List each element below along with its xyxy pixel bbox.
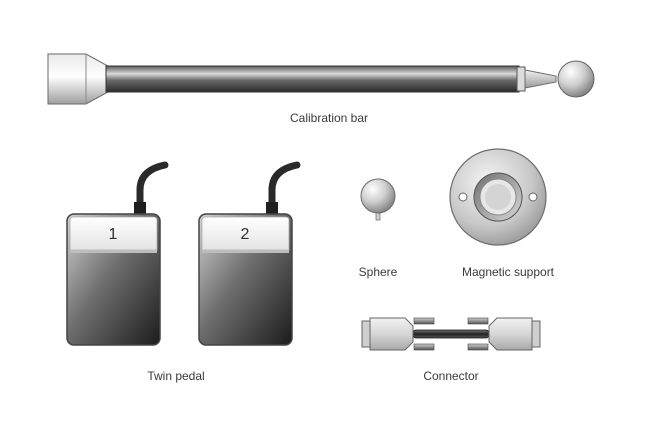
- calibration-bar-label: Calibration bar: [289, 111, 369, 125]
- sphere-label: Sphere: [358, 265, 398, 279]
- calibration-bar-icon: [47, 53, 595, 105]
- pedal-number-2: 2: [240, 226, 250, 243]
- pedal-number-1: 1: [108, 226, 118, 243]
- sphere-icon: [360, 178, 396, 221]
- foot-pedal-2: [198, 161, 301, 346]
- connector-label: Connector: [423, 369, 479, 383]
- foot-pedal-1: [66, 161, 169, 346]
- twin-pedal-label: Twin pedal: [147, 369, 205, 383]
- magnetic-support-label: Magnetic support: [461, 265, 555, 279]
- connector-icon: [361, 317, 541, 351]
- magnetic-support-icon: [449, 148, 547, 246]
